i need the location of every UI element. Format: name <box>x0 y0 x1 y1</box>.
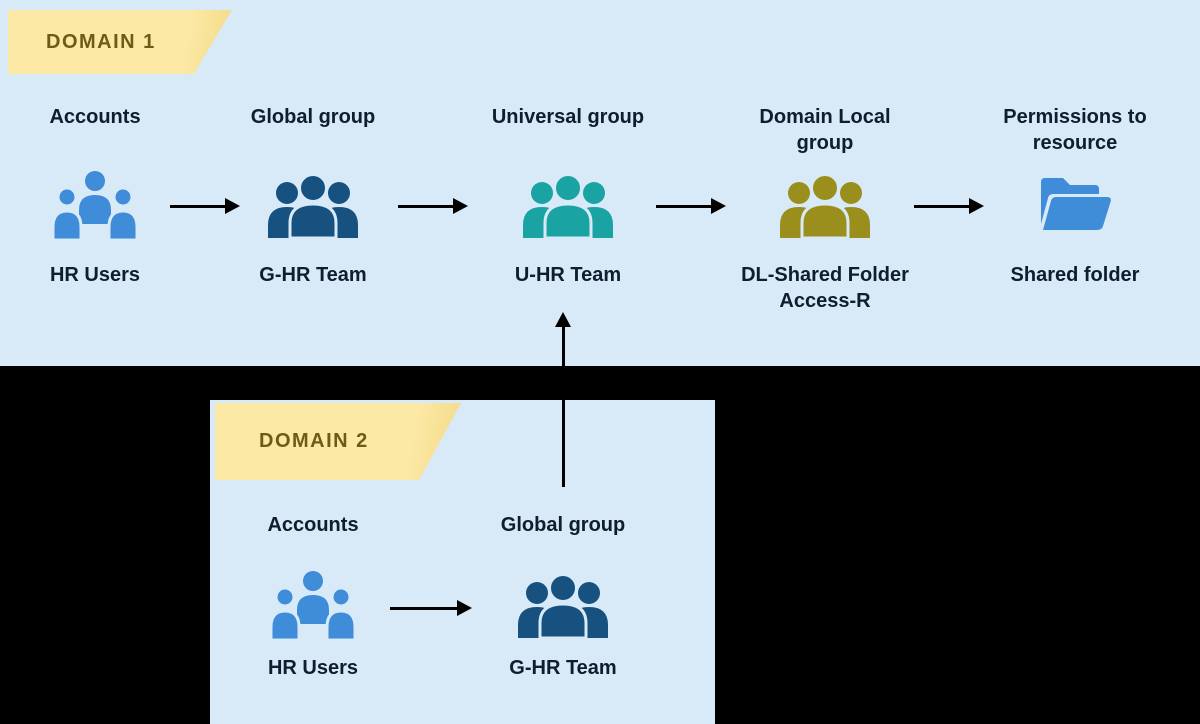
arrow-shaft <box>398 204 453 208</box>
arrow-head <box>711 198 726 214</box>
arrow-right-icon <box>656 197 726 215</box>
users-group-icon <box>203 155 423 255</box>
arrow-head <box>457 600 472 616</box>
node-role-label: Global group <box>250 106 376 128</box>
node-d1-domain-local-group: Domain Local group DL-Shared Folder Acce… <box>715 0 935 366</box>
arrow-right-icon <box>914 197 984 215</box>
arrow-right-icon <box>170 197 240 215</box>
arrow-head <box>969 198 984 214</box>
node-role-label: Permissions to resource <box>1003 106 1147 155</box>
node-name-label: Shared folder <box>1010 264 1140 286</box>
domain1-banner: DOMAIN 1 <box>8 10 232 74</box>
node-role-label: Accounts <box>267 514 359 536</box>
node-name-label: U-HR Team <box>514 264 622 286</box>
node-role-label: Accounts <box>49 106 141 128</box>
domain1-panel: DOMAIN 1 Accounts HR Users Global group <box>0 0 1200 366</box>
shared-folder-icon <box>965 155 1185 255</box>
node-role-label: Global group <box>500 514 626 536</box>
domain2-panel: DOMAIN 2 Accounts HR Users Global group <box>210 400 715 724</box>
domain2-banner-label: DOMAIN 2 <box>259 430 369 452</box>
node-d1-universal-group: Universal group U-HR Team <box>458 0 678 366</box>
users-group-icon <box>453 555 673 655</box>
node-role-label: Universal group <box>491 106 645 128</box>
node-name-label: G-HR Team <box>259 264 367 286</box>
node-name-label: G-HR Team <box>509 657 617 679</box>
node-d1-shared-folder: Permissions to resource Shared folder <box>965 0 1185 366</box>
users-group-icon <box>458 155 678 255</box>
arrow-shaft <box>390 606 457 610</box>
arrow-right-icon <box>398 197 468 215</box>
node-name-label: DL-Shared Folder Access-R <box>741 264 909 313</box>
arrow-shaft <box>561 327 565 487</box>
arrow-head <box>453 198 468 214</box>
arrow-shaft <box>656 204 711 208</box>
node-d1-accounts: Accounts HR Users <box>0 0 205 366</box>
node-name-label: HR Users <box>267 657 359 679</box>
arrow-up-icon <box>554 312 572 487</box>
arrow-head <box>555 312 571 327</box>
node-name-label: HR Users <box>49 264 141 286</box>
arrow-shaft <box>170 204 225 208</box>
users-group-icon <box>715 155 935 255</box>
arrow-right-icon <box>390 599 472 617</box>
node-d2-accounts: Accounts HR Users <box>203 400 423 724</box>
arrow-shaft <box>914 204 969 208</box>
arrow-head <box>225 198 240 214</box>
domain2-banner: DOMAIN 2 <box>215 403 461 480</box>
node-role-label: Domain Local group <box>759 106 891 155</box>
users-spread-icon <box>0 155 205 255</box>
node-d2-global-group: Global group G-HR Team <box>453 400 673 724</box>
users-spread-icon <box>203 555 423 655</box>
domain1-banner-label: DOMAIN 1 <box>46 30 156 53</box>
node-d1-global-group: Global group G-HR Team <box>203 0 423 366</box>
